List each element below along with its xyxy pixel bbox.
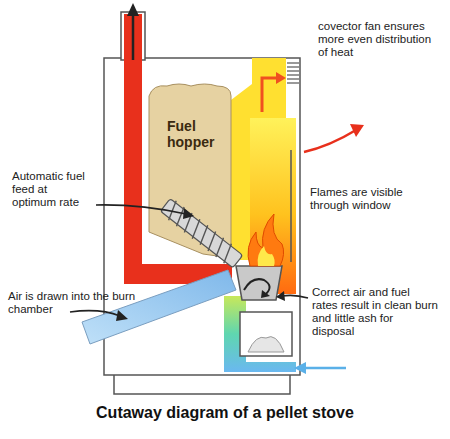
leader-arrow [96,205,186,214]
flame-core [258,246,275,266]
node-text: Fuel hopper [147,82,219,150]
window-frame [290,150,292,262]
heat-flow-arrow [262,78,278,112]
arrow-head [294,362,306,374]
air-channel [224,296,296,372]
callout-label: covector fan ensures more even distribut… [318,20,436,59]
air-arrow [304,367,346,370]
vent-grille [287,63,299,83]
exhaust-channel [124,14,232,284]
diagram-caption: Cutaway diagram of a pellet stove [0,404,450,422]
ash-drawer [240,312,292,356]
auger-screw [159,197,244,269]
hopper-box: Fuel hopper [147,82,233,260]
air-swirl [244,279,270,294]
leader-arrow [70,311,120,316]
arrow-head [350,124,364,137]
arrow-head [261,290,270,298]
air-inlet-pipe [82,270,236,344]
callout-label: Automatic fuel feed at optimum rate [12,170,92,209]
exhaust-arrow [132,14,135,60]
arrow-head [183,208,194,219]
callout-label: Air is drawn into the burn chamber [8,290,148,316]
heat-arrow [304,130,356,152]
arrow-head [276,291,285,301]
hopper-outline [147,82,233,260]
arrow-head [116,310,128,321]
stove-base [114,374,290,394]
arrow-head [127,3,139,16]
hopper-shape [149,84,231,258]
leader-arrow [282,295,308,298]
callout-label: Correct air and fuel rates result in cle… [312,286,438,338]
flame [248,214,284,266]
burn-pot [236,266,282,300]
ash-pile [248,337,284,352]
arrow-head [276,72,286,84]
callout-label: Flames are visible through window [310,186,410,212]
